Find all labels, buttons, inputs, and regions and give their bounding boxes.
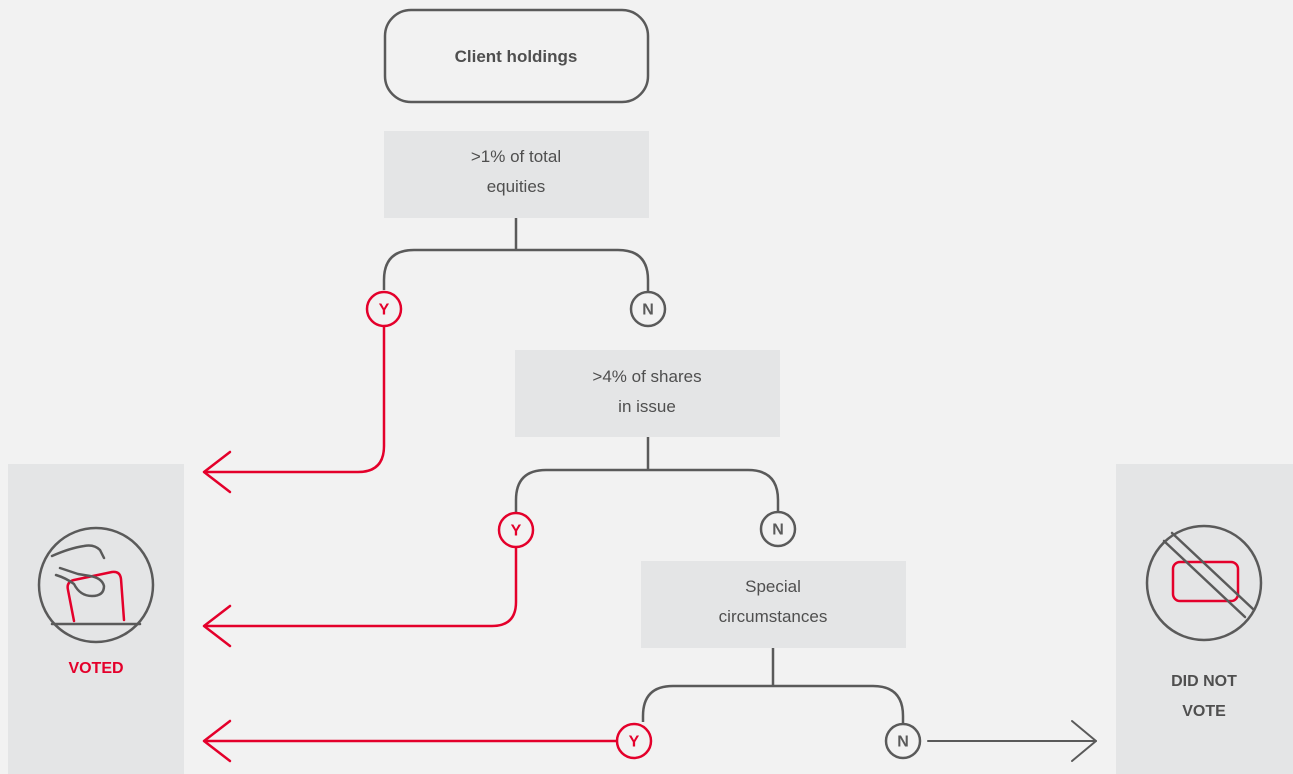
start-node-label: Client holdings <box>455 47 578 66</box>
yes-node-3: Y <box>615 722 653 760</box>
condition-box-3: Special circumstances <box>641 561 906 648</box>
condition-1-line-2: equities <box>487 177 546 196</box>
start-node <box>383 8 650 104</box>
condition-box-1: >1% of total equities <box>384 131 649 218</box>
arrow-head-1 <box>202 450 232 494</box>
condition-3-line-2: circumstances <box>719 607 828 626</box>
arrow-head-3 <box>202 719 232 763</box>
yes-node-2: Y <box>497 511 535 549</box>
did-not-vote-line-1: DID NOT <box>1171 673 1237 690</box>
condition-3-line-1: Special <box>745 577 801 596</box>
condition-2-line-1: >4% of shares <box>592 367 701 386</box>
svg-text:N: N <box>642 302 654 319</box>
no-node-1: N <box>629 290 667 328</box>
branch-connectors <box>382 218 905 724</box>
did-not-vote-line-2: VOTE <box>1182 703 1226 720</box>
voted-label: VOTED <box>68 660 123 677</box>
no-path <box>927 720 1097 762</box>
svg-text:N: N <box>772 522 784 539</box>
condition-2-line-2: in issue <box>618 397 676 416</box>
svg-text:Y: Y <box>379 302 390 319</box>
voted-arrowheads <box>202 450 232 763</box>
condition-box-2: >4% of shares in issue <box>515 350 780 437</box>
arrow-head-no <box>1071 720 1097 762</box>
svg-text:Y: Y <box>629 734 640 751</box>
voted-panel <box>8 464 184 774</box>
condition-1-line-1: >1% of total <box>471 147 561 166</box>
no-node-2: N <box>759 510 797 548</box>
yes-paths <box>204 326 617 743</box>
svg-text:N: N <box>897 734 909 751</box>
no-node-3: N <box>884 722 922 760</box>
no-vote-icon <box>1145 524 1263 642</box>
ballot-box-icon <box>37 526 155 644</box>
svg-text:Y: Y <box>511 523 522 540</box>
did-not-vote-panel <box>1116 464 1293 774</box>
arrow-head-2 <box>202 604 232 648</box>
yes-node-1: Y <box>365 290 403 328</box>
